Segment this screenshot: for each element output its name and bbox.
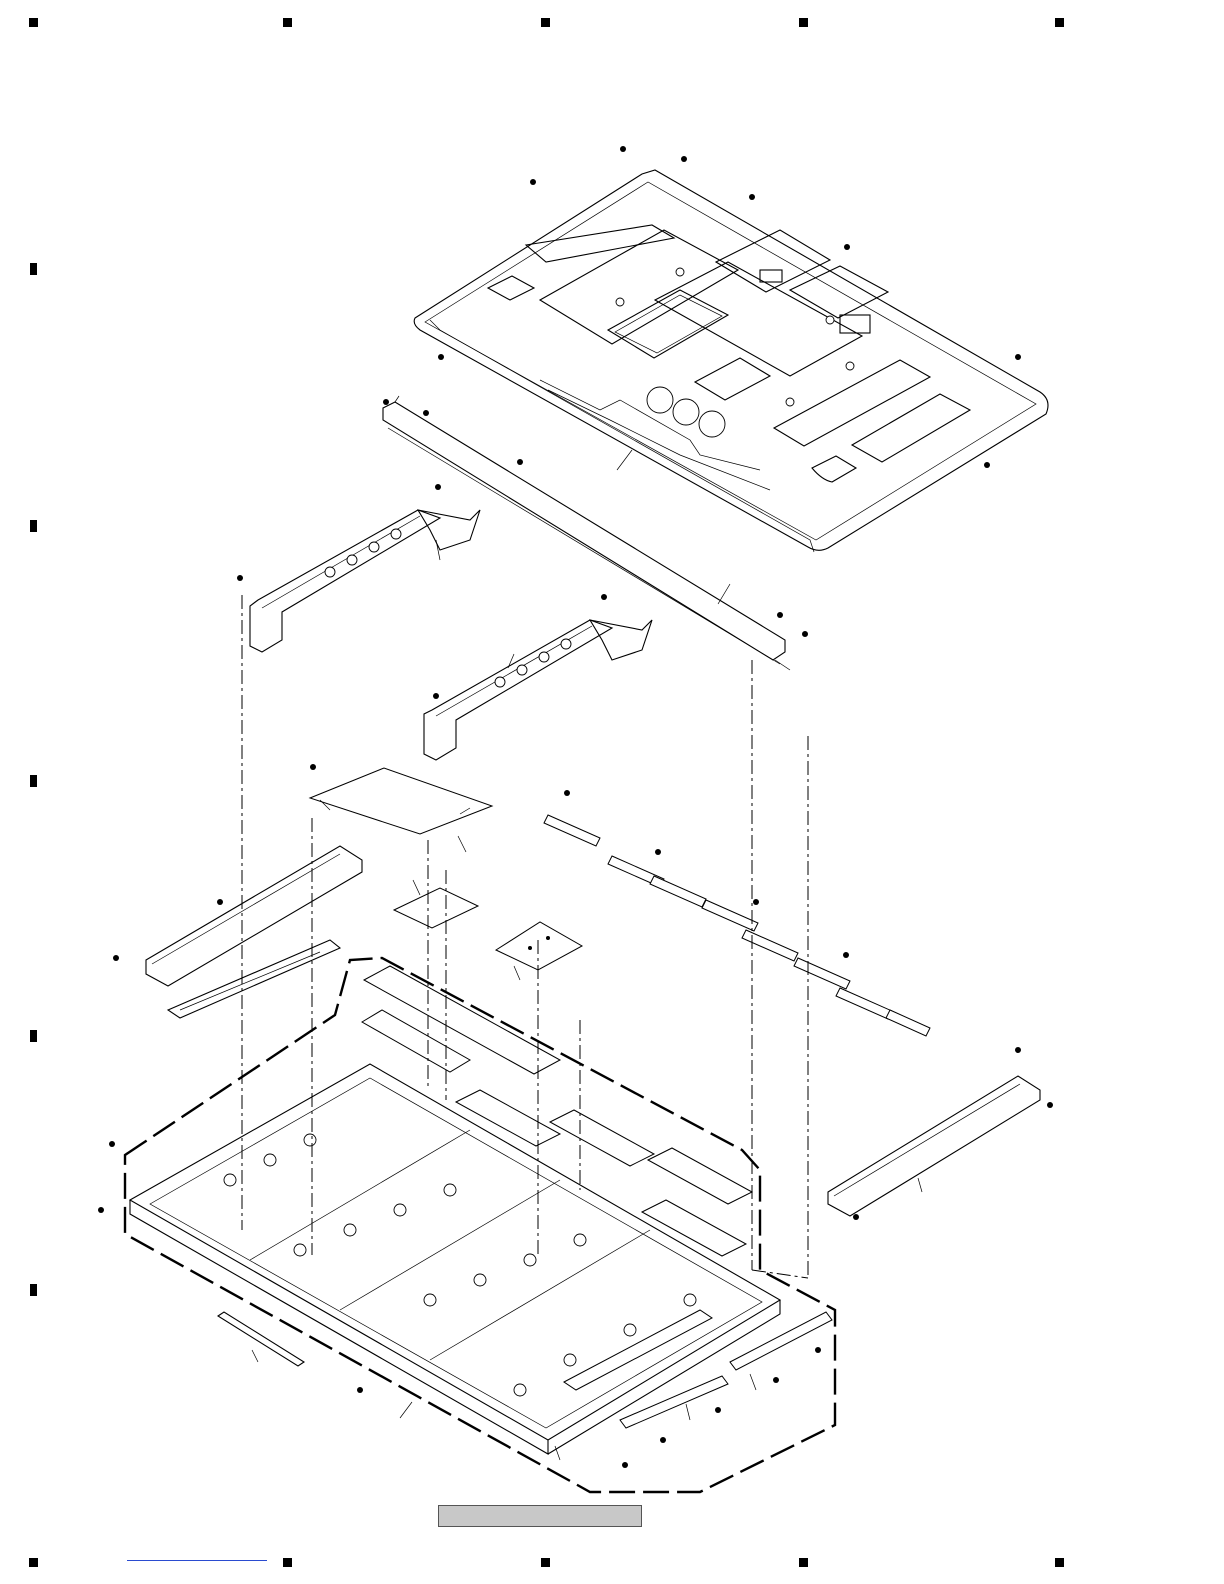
- small-pcb: [496, 922, 582, 970]
- small-sheet: [394, 888, 478, 928]
- right-side-rail: [828, 1076, 1040, 1216]
- reg-mark-bottom-3: [541, 1558, 550, 1567]
- screws: [98, 146, 1053, 1468]
- reg-mark-left-3: [30, 775, 37, 787]
- front-key-pcbs: [620, 1312, 832, 1428]
- left-side-rail: [146, 846, 362, 1018]
- reg-mark-bottom-1: [29, 1558, 38, 1567]
- reg-mark-left-5: [30, 1284, 37, 1296]
- reg-mark-bottom-5: [1055, 1558, 1064, 1567]
- registration-marks: [29, 18, 1064, 1567]
- insulating-sheet: [310, 768, 492, 834]
- left-stand-bracket: [250, 510, 480, 652]
- reg-mark-top-1: [29, 18, 38, 27]
- reg-mark-left-1: [30, 263, 37, 275]
- leader-lines: [252, 450, 922, 1460]
- reg-mark-top-4: [799, 18, 808, 27]
- chassis-tray: [130, 966, 780, 1454]
- reg-mark-bottom-2: [283, 1558, 292, 1567]
- reg-mark-bottom-4: [799, 1558, 808, 1567]
- reg-mark-top-3: [541, 18, 550, 27]
- label-strip: [218, 1312, 304, 1366]
- reg-mark-top-2: [283, 18, 292, 27]
- reg-mark-top-5: [1055, 18, 1064, 27]
- rear-case: [414, 170, 1048, 552]
- footer-title-bar: [438, 1505, 642, 1527]
- right-stand-bracket: [424, 620, 652, 760]
- connector-strips: [544, 815, 930, 1036]
- reg-mark-left-4: [30, 1030, 37, 1042]
- reg-mark-left-2: [30, 520, 37, 532]
- footer-page-link[interactable]: [127, 1560, 267, 1561]
